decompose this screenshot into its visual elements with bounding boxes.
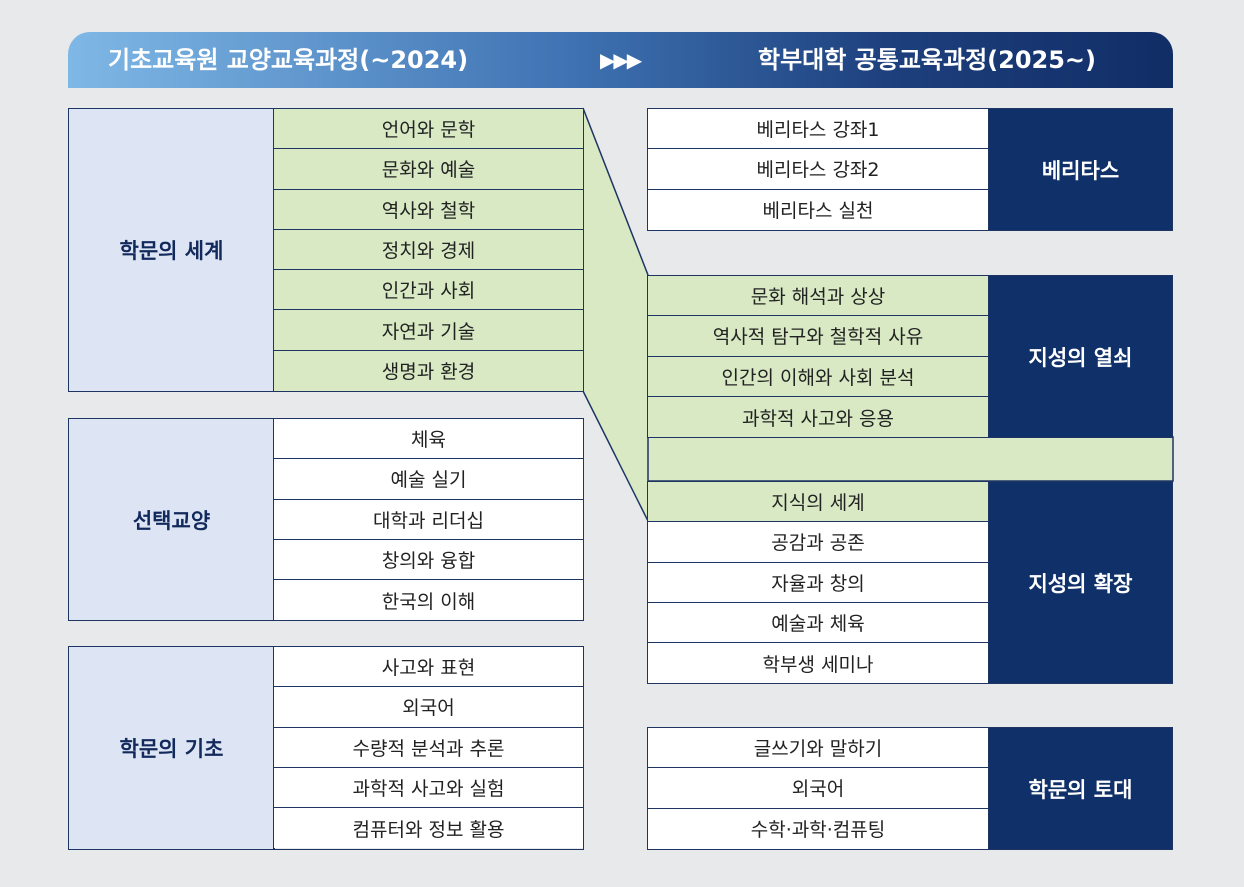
list-item: 사고와 표현 (274, 647, 583, 688)
list-item: 자연과 기술 (274, 310, 583, 351)
list-item: 수학·과학·컴퓨팅 (648, 808, 988, 849)
item-list-expansion-of-intellect: 지식의 세계 공감과 공존 자율과 창의 예술과 체육 학부생 세미나 (647, 481, 989, 684)
list-item: 인간과 사회 (274, 270, 583, 311)
list-item: 외국어 (274, 687, 583, 728)
list-item: 언어와 문학 (274, 109, 583, 150)
list-item: 과학적 사고와 실험 (274, 767, 583, 809)
list-item: 인간의 이해와 사회 분석 (648, 356, 988, 397)
category-academic-basics: 학문의 기초 (68, 646, 275, 850)
category-humanities-world: 학문의 세계 (68, 108, 275, 392)
list-item: 베리타스 강좌1 (648, 109, 988, 150)
list-item: 베리타스 실천 (648, 189, 988, 230)
category-label: 지성의 확장 (1028, 571, 1133, 596)
list-item: 대학과 리더십 (274, 499, 583, 540)
list-item: 글쓰기와 말하기 (648, 728, 988, 769)
list-item: 예술 실기 (274, 459, 583, 500)
connector-line-top (582, 107, 649, 276)
list-item: 베리타스 강좌2 (648, 149, 988, 190)
list-item: 과학적 사고와 응용 (648, 396, 988, 438)
list-item: 학부생 세미나 (648, 643, 988, 684)
list-item: 예술과 체육 (648, 602, 988, 644)
list-item: 역사적 탐구와 철학적 사유 (648, 316, 988, 357)
list-item: 한국의 이해 (274, 580, 583, 621)
list-item: 창의와 융합 (274, 539, 583, 581)
list-item: 체육 (274, 419, 583, 460)
list-item: 자율과 창의 (648, 562, 988, 603)
item-list-academic-basics: 사고와 표현 외국어 수량적 분석과 추론 과학적 사고와 실험 컴퓨터와 정보… (273, 646, 584, 850)
list-item: 문화와 예술 (274, 149, 583, 190)
item-list-veritas: 베리타스 강좌1 베리타스 강좌2 베리타스 실천 (647, 108, 989, 231)
transition-arrows: ▶▶▶ (600, 48, 642, 72)
list-item: 정치와 경제 (274, 229, 583, 271)
category-key-of-intellect: 지성의 열쇠 (988, 275, 1173, 438)
category-expansion-of-intellect: 지성의 확장 (988, 481, 1173, 684)
item-list-humanities-world: 언어와 문학 문화와 예술 역사와 철학 정치와 경제 인간과 사회 자연과 기… (273, 108, 584, 392)
list-item: 공감과 공존 (648, 522, 988, 563)
item-list-elective: 체육 예술 실기 대학과 리더십 창의와 융합 한국의 이해 (273, 418, 584, 621)
list-item: 생명과 환경 (274, 350, 583, 392)
category-elective: 선택교양 (68, 418, 275, 621)
list-item: 역사와 철학 (274, 189, 583, 230)
list-item: 지식의 세계 (648, 482, 988, 523)
list-item: 외국어 (648, 768, 988, 809)
new-curriculum-title: 학부대학 공통교육과정(2025~) (758, 46, 1096, 74)
category-label: 학문의 토대 (1028, 777, 1133, 802)
list-item: 수량적 분석과 추론 (274, 727, 583, 768)
item-list-academic-foundation: 글쓰기와 말하기 외국어 수학·과학·컴퓨팅 (647, 727, 989, 850)
list-item: 컴퓨터와 정보 활용 (274, 808, 583, 849)
connector-line-bottom (582, 390, 649, 522)
list-item: 문화 해석과 상상 (648, 276, 988, 317)
category-veritas: 베리타스 (988, 108, 1173, 231)
category-label: 학문의 세계 (119, 239, 224, 263)
category-academic-foundation: 학문의 토대 (988, 727, 1173, 850)
item-list-key-of-intellect: 문화 해석과 상상 역사적 탐구와 철학적 사유 인간의 이해와 사회 분석 과… (647, 275, 989, 438)
header-bar: 기초교육원 교양교육과정(~2024) ▶▶▶ 학부대학 공통교육과정(2025… (68, 32, 1173, 88)
old-curriculum-title: 기초교육원 교양교육과정(~2024) (108, 46, 469, 74)
category-label: 베리타스 (1041, 158, 1120, 183)
connector-bar (647, 436, 1174, 482)
category-label: 선택교양 (132, 508, 211, 533)
category-label: 지성의 열쇠 (1028, 345, 1133, 370)
category-label: 학문의 기초 (119, 737, 224, 761)
